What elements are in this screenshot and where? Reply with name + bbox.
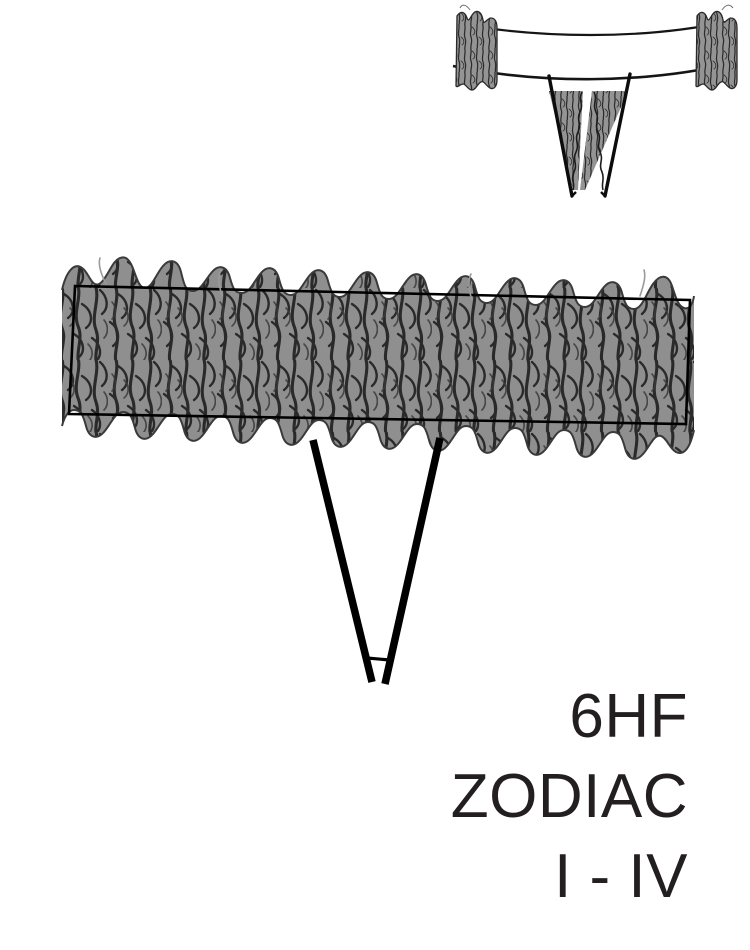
waistband-top-scallop-outline <box>61 256 695 311</box>
v-strap-group <box>309 437 444 685</box>
waistband-construction-outline <box>67 284 692 426</box>
thong-thumbnail-view <box>452 4 738 198</box>
waistband-thread-whiskers <box>98 257 646 301</box>
left-strap <box>309 439 376 683</box>
thumbnail-waistband-top-line <box>459 20 727 37</box>
thumbnail-right-lace-panel <box>695 4 738 91</box>
lace-waistband-detail-view <box>61 256 695 685</box>
right-strap <box>381 437 444 685</box>
waistband-lace-fill <box>62 257 694 459</box>
strap-connector-bar <box>366 656 391 662</box>
waistband-bottom-scallop-outline <box>61 408 695 460</box>
thumbnail-v-gusset <box>547 72 632 198</box>
thumbnail-left-lace-panel <box>455 4 498 91</box>
